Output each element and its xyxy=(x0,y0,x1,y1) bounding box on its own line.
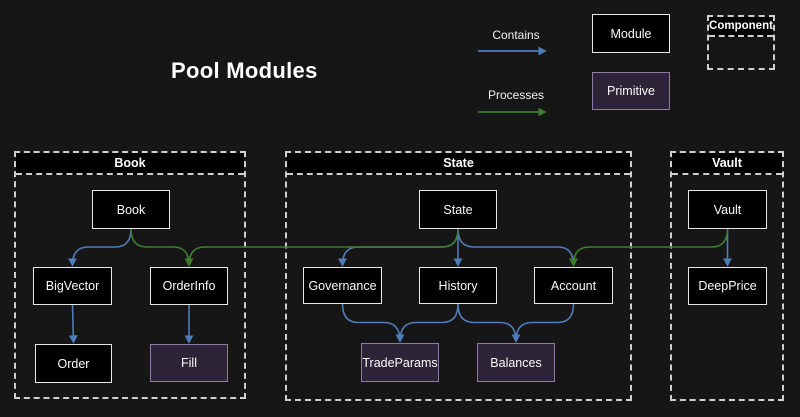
processes-arrow-icon xyxy=(478,107,547,117)
container-vault: Vault xyxy=(670,151,784,401)
container-book: Book xyxy=(14,151,246,399)
legend-component-label: Component xyxy=(709,17,773,37)
node-governance: Governance xyxy=(303,267,382,304)
node-bigvector: BigVector xyxy=(33,267,112,305)
legend-processes-label: Processes xyxy=(487,88,545,102)
container-state: State xyxy=(285,151,632,401)
node-fill: Fill xyxy=(150,344,228,382)
legend-primitive-label: Primitive xyxy=(607,84,655,98)
diagram-title: Pool Modules xyxy=(171,58,318,83)
legend-primitive-box: Primitive xyxy=(592,72,670,110)
legend-module-box: Module xyxy=(592,14,670,53)
node-order: Order xyxy=(35,344,112,383)
node-history: History xyxy=(419,267,497,304)
node-book: Book xyxy=(92,190,170,229)
container-book-header: Book xyxy=(16,153,244,175)
node-orderinfo: OrderInfo xyxy=(150,267,228,305)
node-account: Account xyxy=(534,267,613,304)
contains-arrow-icon xyxy=(478,46,547,56)
node-balances: Balances xyxy=(477,343,555,382)
container-state-header: State xyxy=(287,153,630,175)
node-deepprice: DeepPrice xyxy=(688,267,767,305)
legend-contains-label: Contains xyxy=(492,28,540,42)
node-vault: Vault xyxy=(688,190,767,229)
legend-component-box: Component xyxy=(707,15,775,70)
container-vault-header: Vault xyxy=(672,153,782,175)
node-state: State xyxy=(419,190,497,229)
node-tradeparams: TradeParams xyxy=(361,343,439,382)
legend-module-label: Module xyxy=(610,26,652,41)
